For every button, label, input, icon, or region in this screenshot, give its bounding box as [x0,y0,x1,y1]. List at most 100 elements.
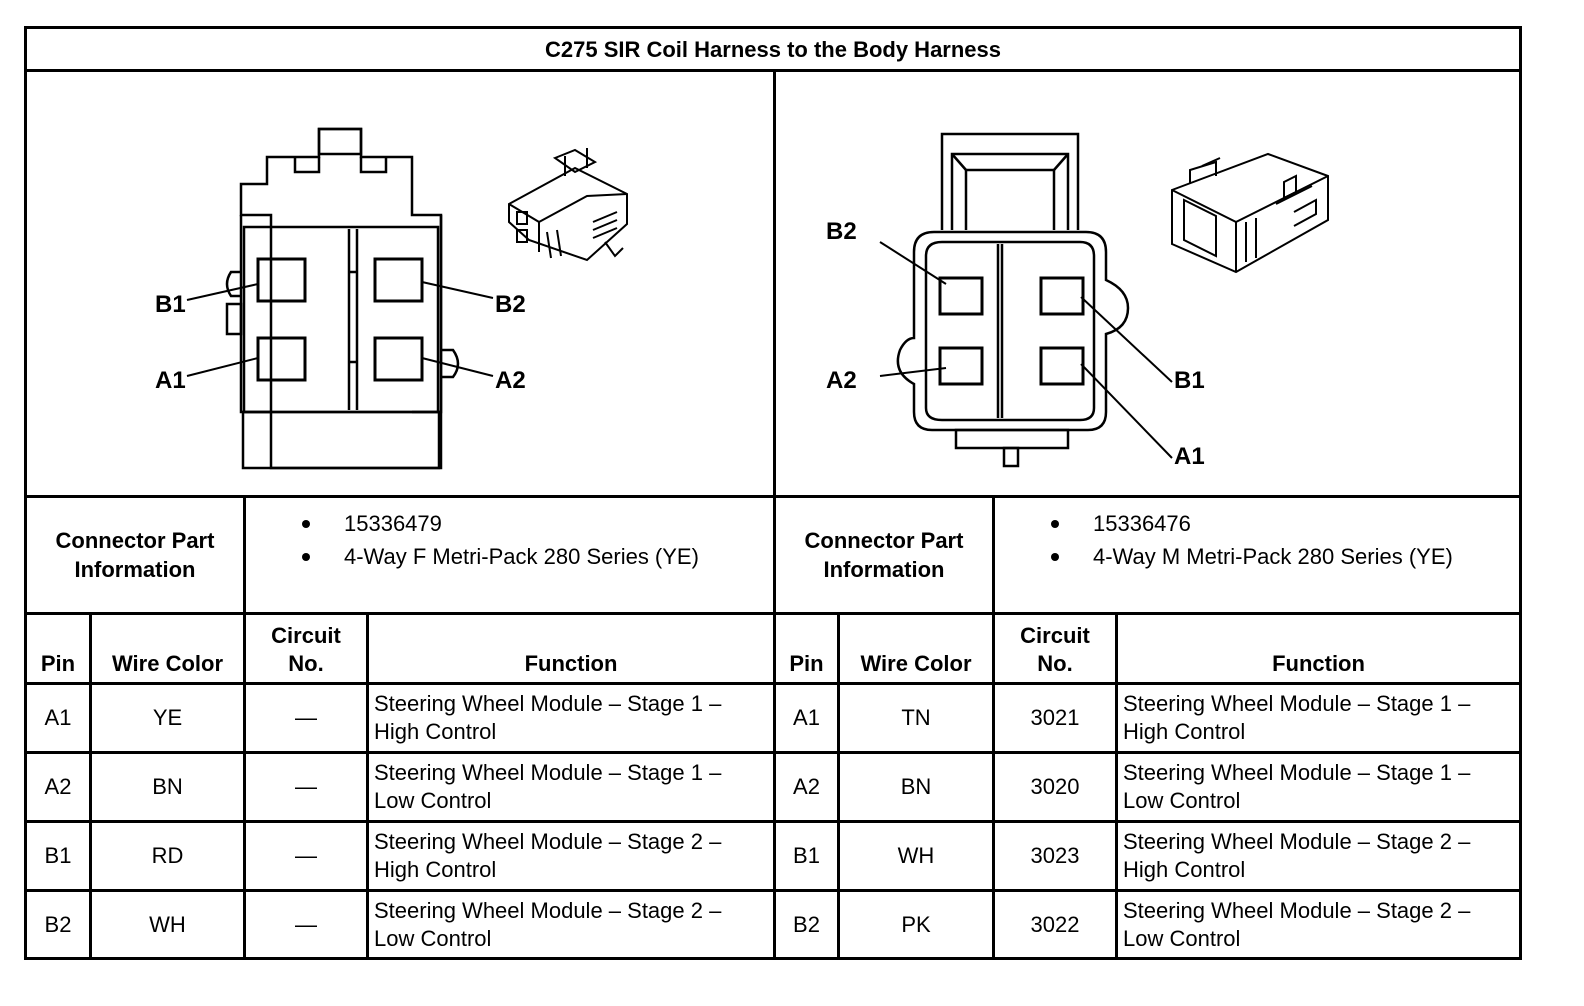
label-line: Connector Part [55,528,215,553]
divider [27,889,1519,892]
bullet-icon [1051,519,1059,528]
function-cell: Steering Wheel Module – Stage 2 – High Co… [369,823,773,889]
circuit-cell: 3020 [1030,774,1080,799]
column-header-pin: Pin [789,651,824,676]
circuit-cell: — [295,843,317,868]
function-line: Steering Wheel Module – Stage 1 – [1123,760,1471,785]
function-line: Steering Wheel Module – Stage 1 – [374,691,722,716]
female-connector-face-drawing: B1 A1 B2 A2 [155,127,628,470]
function-cell: Steering Wheel Module – Stage 2 –Low Con… [369,892,773,957]
wire-color-cell: BN [152,774,183,799]
label-line: Connector Part [804,528,964,553]
pin-label: B2 [826,218,857,245]
list-item: 15336479 [246,507,773,540]
divider [89,612,92,957]
bullet-icon [302,519,310,528]
pin-cell: A1 [793,705,820,730]
wire-color-cell: PK [901,911,931,937]
circuit-cell: 3022 [1030,911,1080,937]
wire-color-cell: YE [152,705,183,730]
circuit-cell: — [295,911,317,937]
function-cell: Steering Wheel Module – Stage 2 –Low Con… [1118,892,1519,957]
list-item: 15336476 [995,507,1519,540]
pin-label: B1 [155,291,186,318]
divider [243,495,246,957]
pin-label: A1 [1174,443,1205,470]
bullet-icon [302,552,310,561]
function-cell: Steering Wheel Module – Stage 1 – Low Con… [1118,754,1519,820]
pin-label: A2 [826,367,857,394]
function-line: High Control [374,719,497,744]
function-cell: Steering Wheel Module – Stage 2 – High Co… [1118,823,1519,889]
divider [1115,612,1118,957]
function-cell: Steering Wheel Module – Stage 1 –High Co… [1118,685,1519,751]
divider [992,495,995,957]
connector-sheet: C275 SIR Coil Harness to the Body Harnes… [24,26,1522,960]
part-number: 15336479 [344,510,442,536]
function-line: High Control [1123,719,1246,744]
pin-cell: A2 [44,774,72,799]
wire-color-cell: WH [149,911,186,937]
wire-color-cell: WH [897,843,935,868]
pin-cell: A2 [793,774,820,799]
function-line: Low Control [1123,925,1241,951]
pin-cell: B2 [793,911,820,937]
list-item: 4-Way F Metri-Pack 280 Series (YE) [246,540,773,573]
header-line: No. [288,651,324,676]
divider [27,751,1519,754]
pin-label: B2 [495,291,526,318]
divider [27,820,1519,823]
divider [27,612,1519,615]
wire-color-cell: TN [901,705,931,730]
bullet-icon [1051,552,1059,561]
part-number: 15336476 [1093,510,1191,536]
left-connector-diagram: B1 A1 B2 A2 [27,72,773,495]
sheet-title: C275 SIR Coil Harness to the Body Harnes… [544,37,1002,62]
function-line: Low Control [374,925,492,951]
function-line: Steering Wheel Module – Stage 2 – [1123,897,1471,923]
column-header-pin: Pin [40,651,76,676]
pin-cell: A1 [44,705,72,730]
function-line: Low Control [1123,788,1241,813]
function-cell: Steering Wheel Module – Stage 1 – High Co… [369,685,773,751]
pin-cell: B1 [44,843,72,868]
header-line: Circuit [1020,623,1090,648]
header-line: No. [1037,651,1073,676]
function-line: Steering Wheel Module – Stage 1 – [374,760,722,785]
function-line: Steering Wheel Module – Stage 2 – [374,897,722,923]
divider [837,612,840,957]
list-item: 4-Way M Metri-Pack 280 Series (YE) [995,540,1519,573]
divider [366,612,369,957]
wire-color-cell: BN [900,774,932,799]
pin-label: A1 [155,367,186,394]
part-description: 4-Way M Metri-Pack 280 Series (YE) [1093,543,1453,569]
column-header-wire-color: Wire Color [111,651,224,676]
circuit-cell: 3023 [1030,843,1080,868]
circuit-cell: — [295,705,317,730]
divider [27,495,1519,498]
pin-label: B1 [1174,367,1205,394]
header-line: Circuit [271,623,341,648]
column-header-function: Function [1272,651,1365,676]
function-line: Steering Wheel Module – Stage 2 – [1123,829,1471,854]
pin-cell: B2 [44,911,72,937]
part-description: 4-Way F Metri-Pack 280 Series (YE) [344,543,699,569]
circuit-cell: — [295,774,317,799]
circuit-cell: 3021 [1030,705,1080,730]
function-line: High Control [374,857,497,882]
divider [773,69,776,957]
connector-part-info-list: 15336476 4-Way M Metri-Pack 280 Series (… [995,507,1519,573]
function-line: High Control [1123,857,1246,882]
male-connector-face-drawing: B2 A2 B1 A1 [826,132,1329,470]
function-cell: Steering Wheel Module – Stage 1 –Low Con… [369,754,773,820]
divider [27,682,1519,685]
right-connector-diagram: B2 A2 B1 A1 [776,72,1519,495]
label-line: Information [823,557,945,582]
function-line: Steering Wheel Module – Stage 2 – [374,829,722,854]
label-line: Information [74,557,196,582]
connector-part-info-list: 15336479 4-Way F Metri-Pack 280 Series (… [246,507,773,573]
wire-color-cell: RD [151,843,184,868]
